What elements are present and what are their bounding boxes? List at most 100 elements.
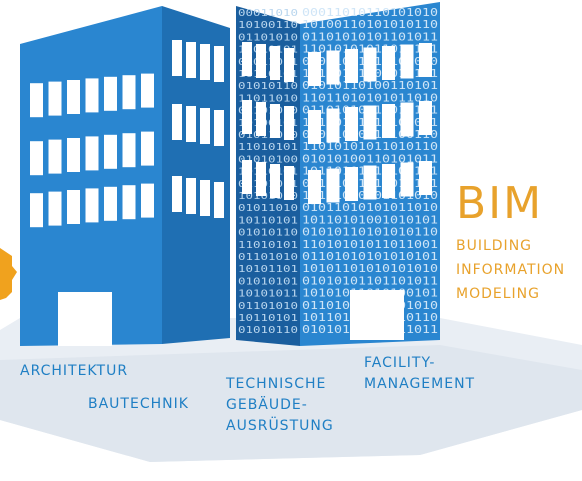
window	[256, 44, 266, 78]
binary-row: 10110101	[238, 313, 298, 324]
binary-row: 10110101	[238, 167, 298, 178]
window	[326, 168, 340, 203]
window	[122, 185, 136, 220]
binary-row: 10101010	[238, 191, 298, 202]
left-building-door	[58, 292, 112, 346]
window	[214, 110, 224, 146]
binary-row: 11010101	[238, 45, 298, 56]
window	[400, 44, 414, 79]
window	[141, 131, 154, 166]
window	[104, 76, 117, 111]
window	[382, 164, 395, 198]
binary-row: 10101101010101010	[302, 264, 438, 275]
window	[400, 102, 414, 137]
binary-row: 00011010	[238, 8, 298, 19]
bim-subtitle-building: BUILDING	[456, 238, 533, 254]
window	[345, 107, 358, 141]
gear-icon	[0, 248, 17, 300]
window	[363, 105, 377, 140]
window	[270, 46, 280, 80]
binary-row: 01011010101011010	[302, 203, 438, 214]
right-building-door	[350, 290, 404, 340]
binary-row: 10110101	[238, 215, 298, 226]
window	[419, 43, 432, 77]
window	[256, 102, 266, 136]
ground-plane-shade	[0, 345, 582, 462]
label-facility-line2: MANAGEMENT	[364, 376, 476, 392]
window	[242, 160, 252, 194]
window	[122, 75, 136, 110]
binary-row: 01101010	[238, 252, 298, 263]
window	[141, 183, 154, 218]
binary-row: 01010100110101011	[302, 154, 438, 165]
window	[214, 182, 224, 218]
window	[30, 83, 43, 118]
window	[419, 161, 432, 195]
right-building-side	[236, 6, 300, 346]
binary-row: 01010110	[238, 228, 298, 239]
window	[382, 104, 395, 138]
binary-row: 10110101001010101	[302, 215, 438, 226]
binary-row: 10100110101010110	[302, 20, 438, 31]
binary-row: 01011010	[238, 130, 298, 141]
bim-title: BIM	[456, 178, 544, 229]
window	[30, 141, 43, 176]
window	[326, 50, 340, 85]
window	[345, 167, 358, 201]
window	[308, 110, 321, 144]
window	[256, 162, 266, 196]
window	[242, 42, 252, 76]
window	[172, 40, 182, 76]
window	[30, 193, 43, 228]
binary-row: 01101010101010101	[302, 252, 438, 263]
left-building-windows	[30, 40, 224, 228]
binary-row: 11010101	[238, 240, 298, 251]
window	[308, 52, 321, 86]
binary-row: 01011011	[238, 57, 298, 68]
window	[284, 48, 294, 82]
window	[400, 162, 414, 197]
window	[382, 46, 395, 80]
window	[85, 188, 99, 223]
binary-row: 01101010101101011	[302, 32, 438, 43]
binary-row: 01010110	[238, 81, 298, 92]
left-building-side	[162, 6, 230, 344]
binary-row: 01101010	[238, 32, 298, 43]
binary-row: 10101101	[238, 264, 298, 275]
label-architektur: ARCHITEKTUR	[20, 363, 129, 379]
window	[186, 106, 196, 142]
binary-row: 01010100	[238, 154, 298, 165]
window	[200, 44, 210, 80]
window	[85, 78, 99, 113]
window	[242, 100, 252, 134]
window	[419, 101, 432, 135]
binary-row: 01010101101101011	[302, 276, 438, 287]
window	[214, 46, 224, 82]
window	[200, 108, 210, 144]
window	[141, 73, 154, 108]
bim-subtitle-modeling: MODELING	[456, 286, 540, 302]
binary-row: 11010101011010110	[302, 142, 438, 153]
binary-row: 01011010	[238, 203, 298, 214]
right-building-windows	[242, 42, 432, 204]
window	[200, 180, 210, 216]
window	[104, 186, 117, 221]
window	[308, 170, 321, 204]
binary-row: 11011010101011010	[302, 93, 438, 104]
binary-row: 11011010	[238, 93, 298, 104]
window	[363, 165, 377, 200]
window	[172, 176, 182, 212]
binary-row: 01010110	[238, 325, 298, 336]
window	[284, 106, 294, 140]
binary-row: 01010101	[238, 276, 298, 287]
window	[345, 49, 358, 83]
window	[186, 178, 196, 214]
window	[48, 81, 62, 116]
binary-row: 10100110	[238, 20, 298, 31]
label-bautechnik: BAUTECHNIK	[88, 396, 189, 412]
window	[186, 42, 196, 78]
binary-code-texture-side: 0001101010100110011010101101010101011011…	[238, 8, 298, 336]
window	[48, 139, 62, 174]
